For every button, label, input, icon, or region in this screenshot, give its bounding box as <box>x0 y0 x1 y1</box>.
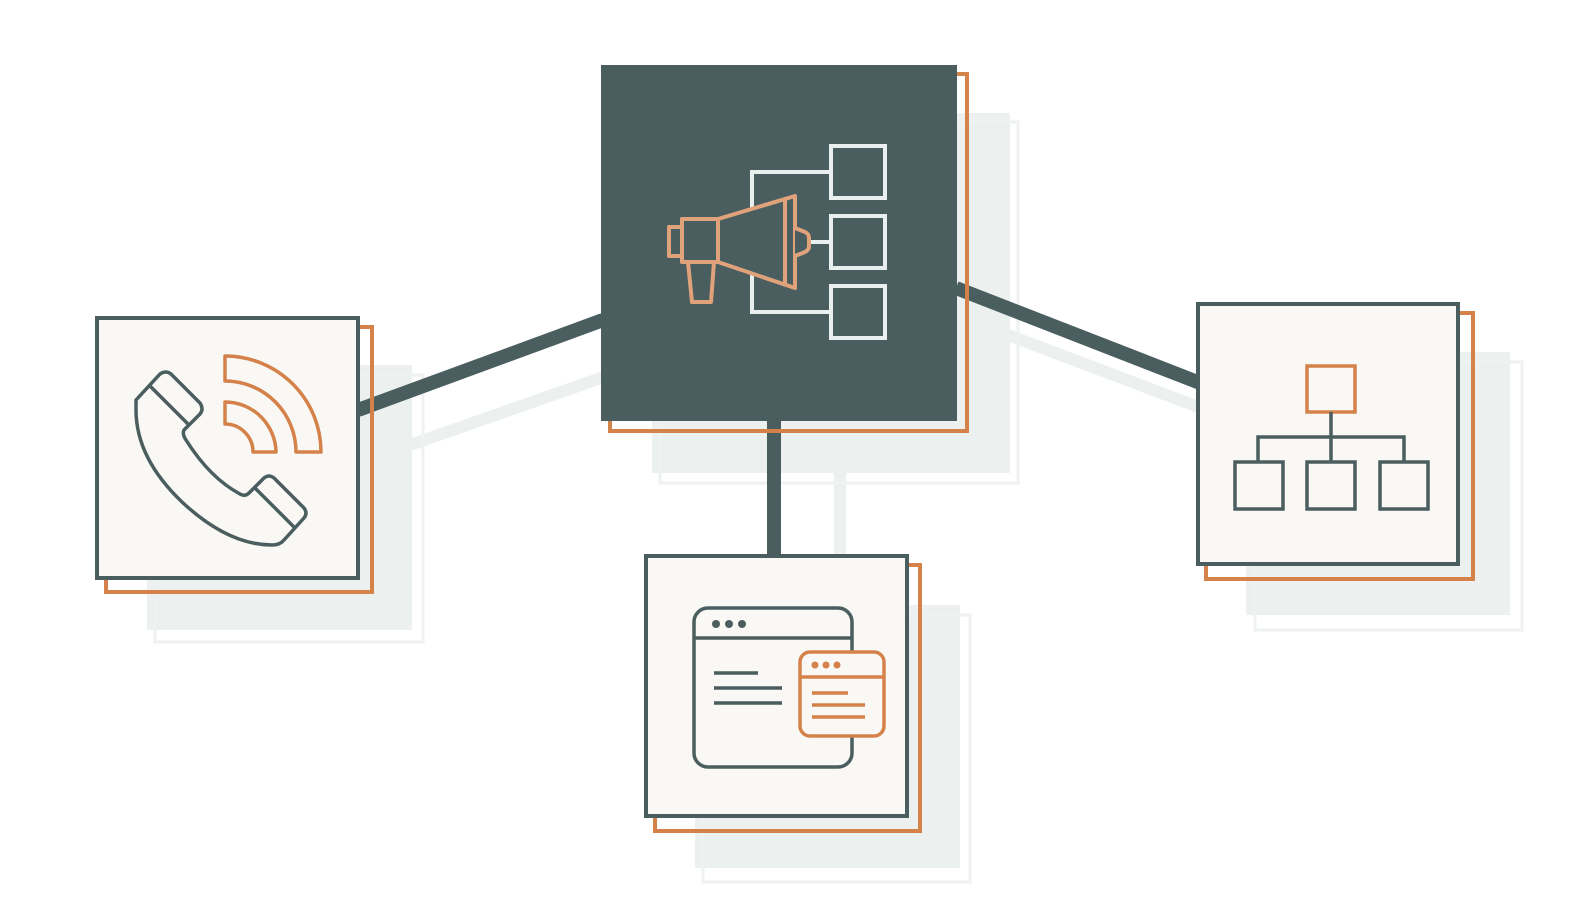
node-bottom[interactable] <box>644 554 922 833</box>
node-right[interactable] <box>1196 302 1475 581</box>
browser-windows-icon <box>692 606 886 769</box>
node-left[interactable] <box>95 316 374 594</box>
signal-wave-outer <box>223 354 323 454</box>
connector-left <box>355 313 606 417</box>
phone-call-icon <box>134 354 323 547</box>
node-center[interactable] <box>601 65 969 433</box>
org-chart-icon <box>1233 364 1430 511</box>
connectors <box>355 281 1203 558</box>
signal-wave-inner <box>223 400 278 454</box>
connector-right <box>953 281 1203 390</box>
megaphone-icon <box>667 194 811 304</box>
